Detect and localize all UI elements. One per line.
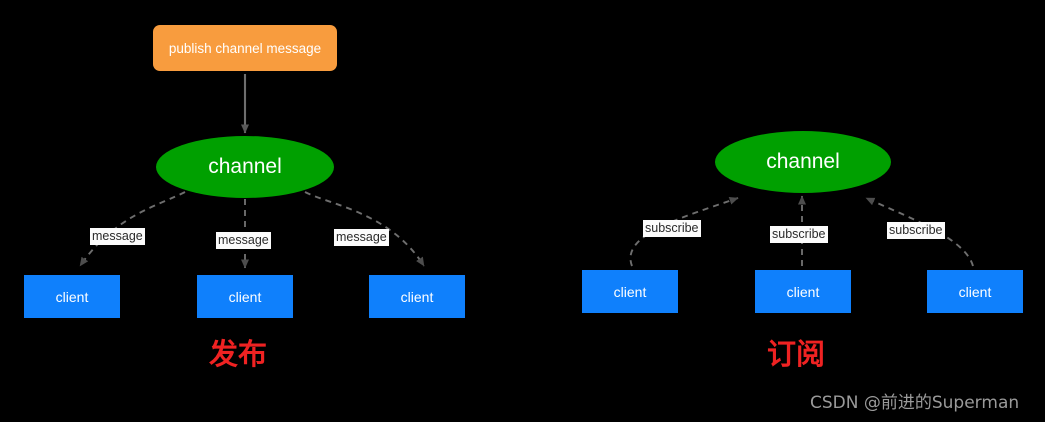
caption-subscribe: 订阅 bbox=[767, 337, 826, 371]
channel-label: channel bbox=[208, 155, 282, 178]
edge-label-subscribe-1: subscribe bbox=[643, 220, 701, 237]
client-label: client bbox=[228, 288, 262, 305]
client-label: client bbox=[613, 283, 647, 300]
caption-publish: 发布 bbox=[209, 337, 268, 371]
client-label: client bbox=[786, 283, 820, 300]
client-box-publish-1[interactable]: client bbox=[24, 275, 120, 318]
watermark-text: CSDN @前进的Superman bbox=[810, 393, 1020, 413]
channel-label: channel bbox=[766, 150, 840, 173]
client-label: client bbox=[400, 288, 434, 305]
publish-message-box[interactable]: publish channel message bbox=[153, 25, 337, 71]
channel-ellipse-publish[interactable]: channel bbox=[156, 136, 334, 198]
client-box-subscribe-2[interactable]: client bbox=[755, 270, 851, 313]
channel-ellipse-subscribe[interactable]: channel bbox=[715, 131, 891, 193]
client-box-publish-3[interactable]: client bbox=[369, 275, 465, 318]
client-box-publish-2[interactable]: client bbox=[197, 275, 293, 318]
publish-message-label: publish channel message bbox=[168, 40, 322, 56]
edge-label-subscribe-3: subscribe bbox=[887, 222, 945, 239]
edge-label-message-2: message bbox=[216, 232, 271, 249]
edge-label-message-3: message bbox=[334, 229, 389, 246]
client-label: client bbox=[958, 283, 992, 300]
edge-client-4-to-channel bbox=[629, 196, 739, 267]
client-box-subscribe-1[interactable]: client bbox=[582, 270, 678, 313]
client-label: client bbox=[55, 288, 89, 305]
client-box-subscribe-3[interactable]: client bbox=[927, 270, 1023, 313]
edge-label-subscribe-2: subscribe bbox=[770, 226, 828, 243]
edge-label-message-1: message bbox=[90, 228, 145, 245]
edge-channel-to-client-1 bbox=[79, 191, 186, 267]
edge-channel-to-client-3 bbox=[304, 191, 425, 267]
